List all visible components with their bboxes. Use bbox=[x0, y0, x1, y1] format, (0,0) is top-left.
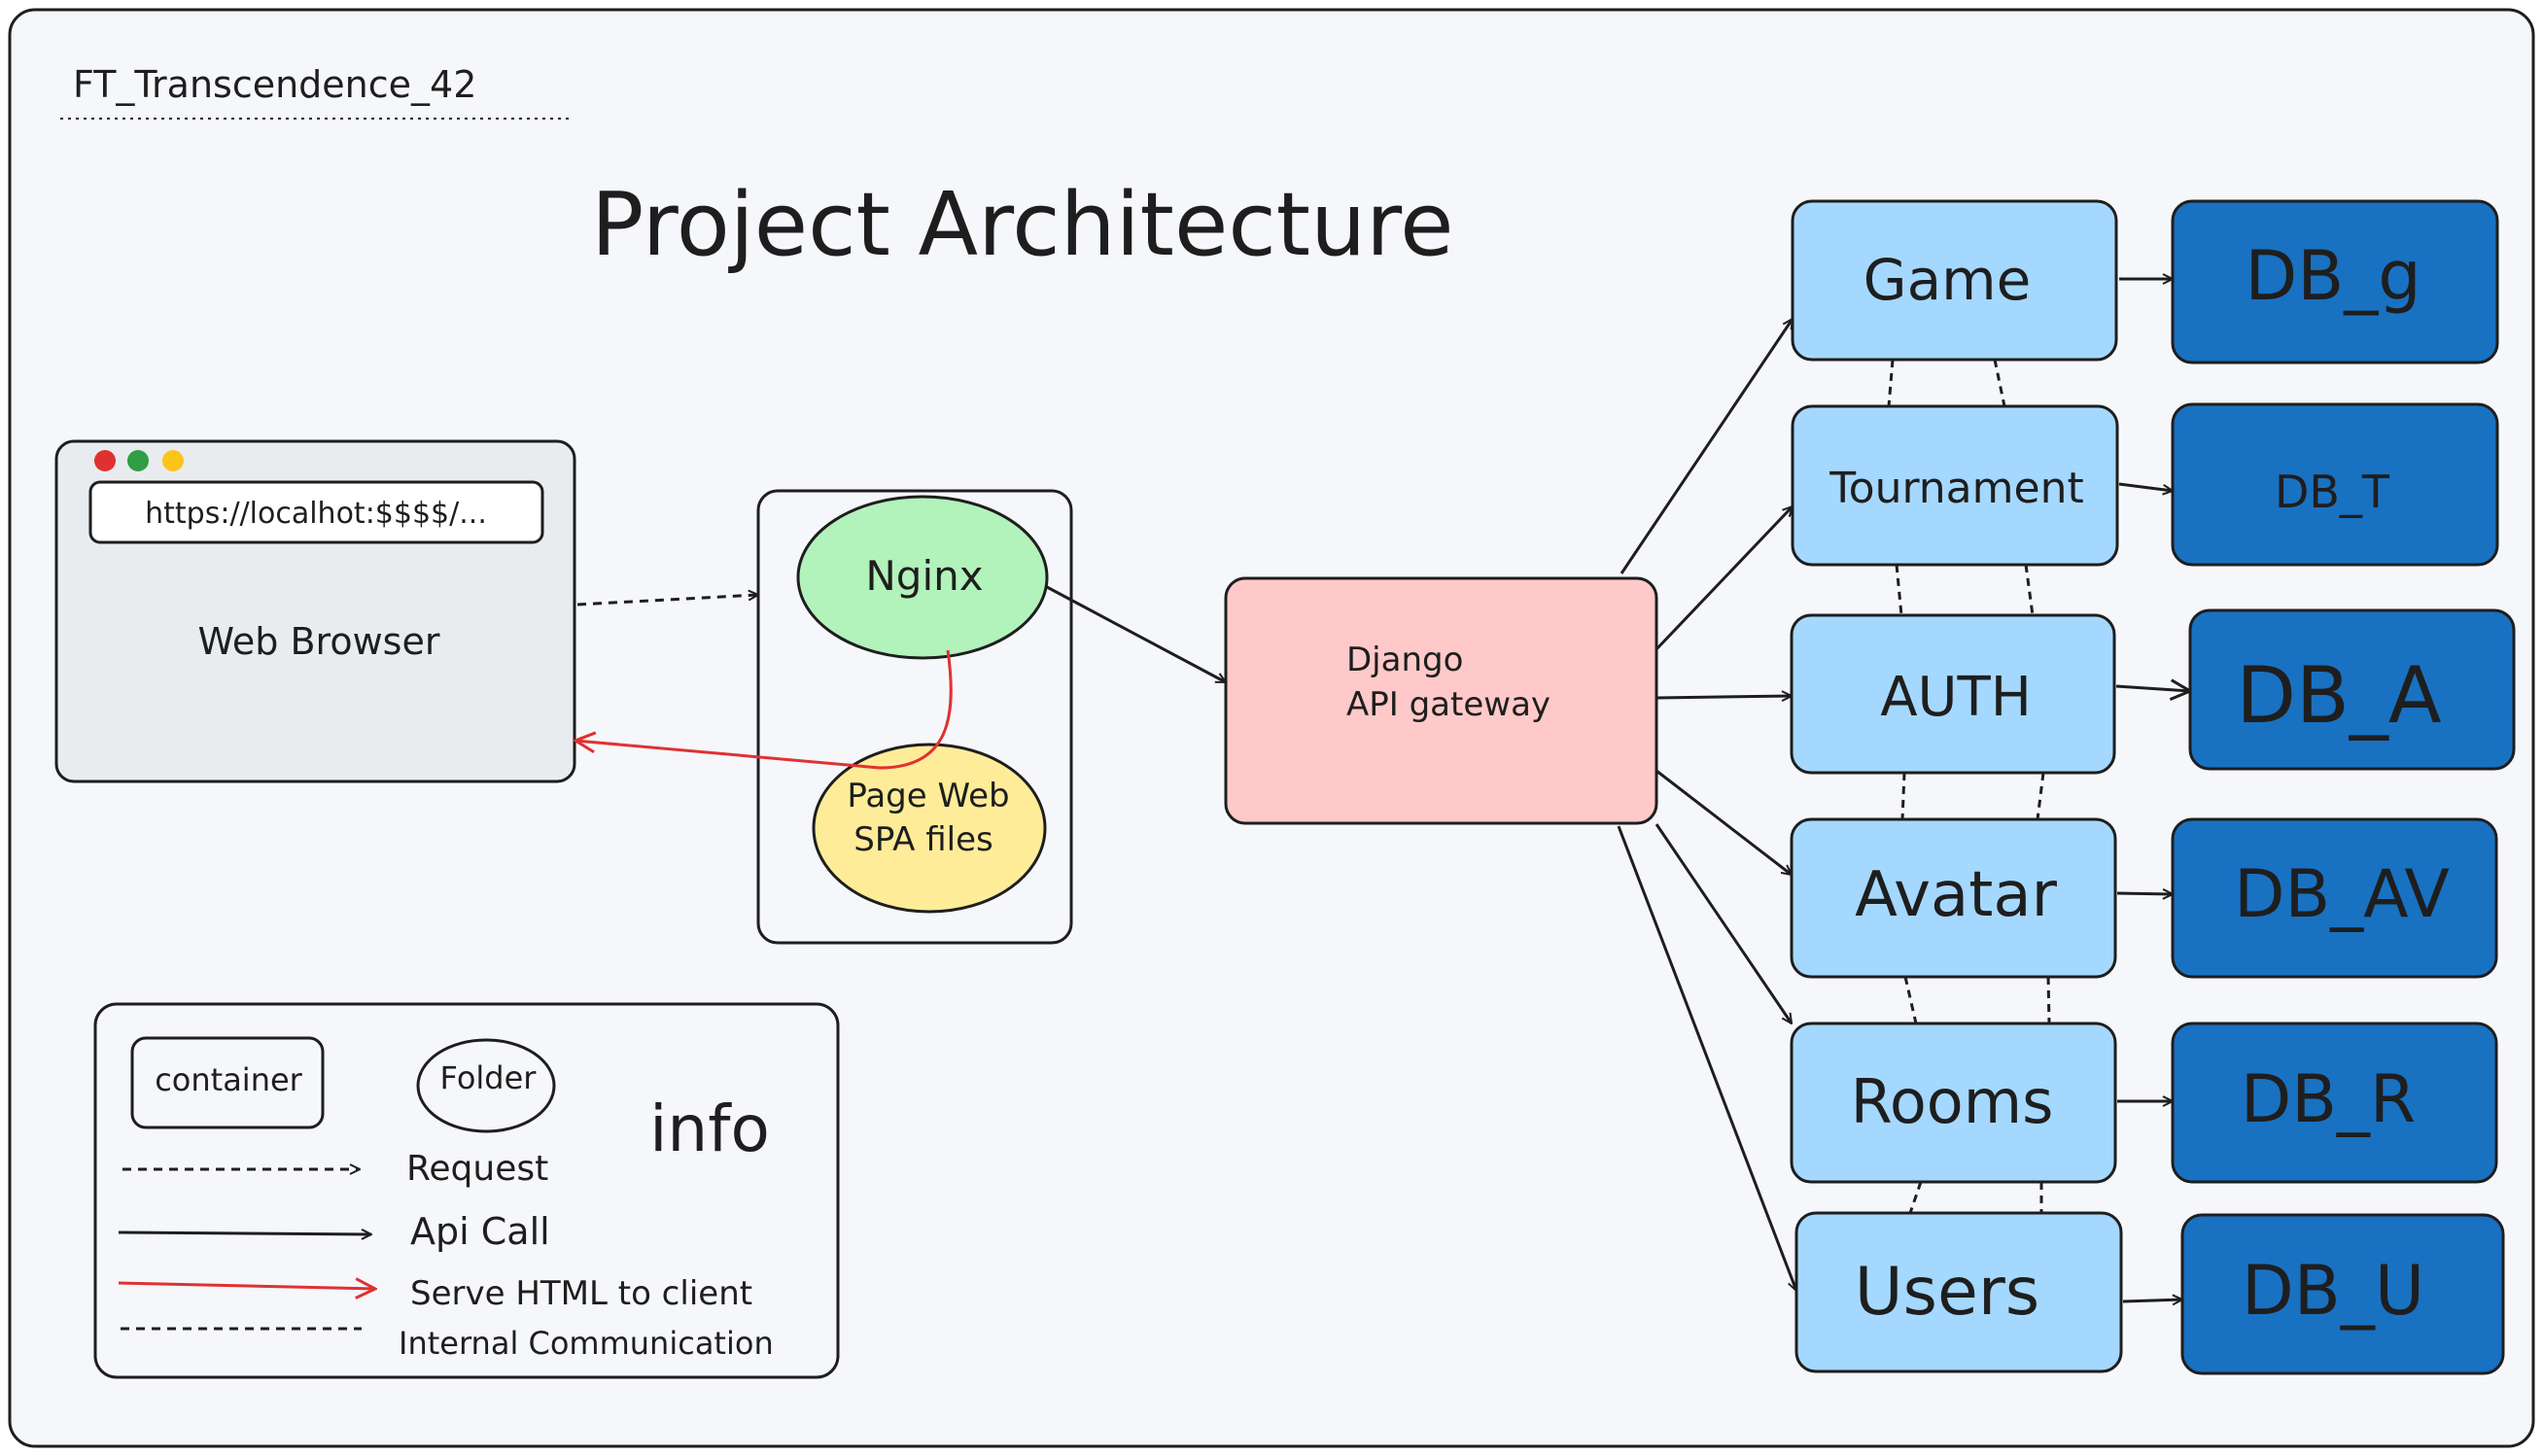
arrow-gateway-to-avatar bbox=[1655, 769, 1792, 875]
spa-folder bbox=[812, 743, 1047, 914]
internal-link bbox=[2024, 564, 2035, 616]
service-users: Users DB_U bbox=[1794, 1211, 2505, 1375]
spa-label-line1: Page Web bbox=[847, 777, 1009, 815]
db-box bbox=[2171, 817, 2498, 979]
gateway-label-line2: API gateway bbox=[1346, 685, 1550, 724]
service-label: Users bbox=[1855, 1254, 2039, 1331]
db-box bbox=[2188, 608, 2516, 771]
nginx-container: Nginx Page Web SPA files bbox=[756, 489, 1073, 945]
container-box bbox=[756, 489, 1073, 945]
db-label: DB_U bbox=[2242, 1251, 2424, 1331]
legend-folder-sample bbox=[416, 1038, 556, 1133]
service-auth: AUTH DB_A bbox=[1790, 608, 2516, 775]
service-label: Tournament bbox=[1829, 464, 2083, 513]
db-label: DB_AV bbox=[2234, 856, 2450, 933]
window-close-dot bbox=[94, 450, 116, 471]
db-box bbox=[2180, 1213, 2505, 1375]
db-box bbox=[2171, 199, 2499, 364]
service-to-db-arrow bbox=[2118, 482, 2173, 491]
service-label: AUTH bbox=[1880, 666, 2032, 729]
api-gateway: Django API gateway bbox=[1224, 576, 1658, 825]
service-rooms: Rooms DB_R bbox=[1790, 1022, 2498, 1184]
legend-container-label: container bbox=[155, 1061, 302, 1098]
gateway-to-services-arrows bbox=[1617, 319, 1796, 1291]
service-to-db-arrow bbox=[2122, 1300, 2182, 1301]
service-box bbox=[1791, 199, 2118, 362]
service-box bbox=[1790, 1022, 2117, 1184]
db-label: DB_T bbox=[2275, 466, 2390, 518]
arrow-gateway-to-game bbox=[1620, 319, 1793, 574]
web-browser: https://localhot:$$$$/... Web Browser bbox=[54, 439, 576, 783]
legend-serve-label: Serve HTML to client bbox=[410, 1274, 752, 1313]
service-label: Game bbox=[1864, 247, 2032, 313]
api-call-arrow-nginx-to-gateway bbox=[1046, 585, 1226, 684]
nginx-node bbox=[796, 495, 1049, 660]
serve-html-arrow bbox=[575, 649, 953, 770]
arrow-gateway-to-tournament bbox=[1655, 506, 1793, 651]
internal-link bbox=[1908, 1181, 1923, 1214]
window-minimize-dot bbox=[162, 450, 184, 471]
page-title: Project Architecture bbox=[591, 174, 1454, 276]
db-box bbox=[2171, 402, 2499, 567]
service-label: Avatar bbox=[1855, 859, 2057, 931]
internal-links bbox=[1887, 359, 2051, 1214]
gateway-box bbox=[1224, 576, 1658, 825]
service-to-db-arrow bbox=[2115, 686, 2190, 691]
internal-link bbox=[1895, 564, 1903, 616]
service-box bbox=[1790, 613, 2116, 775]
address-bar[interactable] bbox=[88, 480, 544, 544]
legend-api-call-label: Api Call bbox=[410, 1210, 550, 1253]
service-avatar: Avatar DB_AV bbox=[1790, 817, 2498, 979]
db-label: DB_R bbox=[2241, 1061, 2416, 1138]
legend-serve-line bbox=[118, 1283, 375, 1289]
legend-folder-label: Folder bbox=[440, 1059, 538, 1096]
service-box bbox=[1791, 404, 2119, 567]
db-label: DB_A bbox=[2236, 650, 2441, 741]
browser-label: Web Browser bbox=[198, 620, 440, 663]
window-maximize-dot bbox=[127, 450, 149, 471]
db-box bbox=[2171, 1022, 2498, 1184]
legend-request-label: Request bbox=[406, 1149, 548, 1189]
db-label: DB_g bbox=[2245, 236, 2421, 316]
arrow-gateway-to-rooms bbox=[1655, 823, 1792, 1023]
legend-api-call-line bbox=[118, 1232, 371, 1234]
project-tag: FT_Transcendence_42 bbox=[73, 63, 476, 106]
arrow-gateway-to-auth bbox=[1655, 696, 1792, 698]
legend-internal-label: Internal Communication bbox=[399, 1325, 774, 1362]
legend-box bbox=[93, 1002, 840, 1379]
legend-container-sample bbox=[130, 1036, 325, 1129]
service-tournament: Tournament DB_T bbox=[1791, 402, 2499, 567]
service-game: Game DB_g bbox=[1791, 199, 2499, 364]
service-label: Rooms bbox=[1851, 1066, 2054, 1137]
gateway-label-line1: Django bbox=[1346, 641, 1463, 679]
service-to-db-arrow bbox=[2116, 893, 2173, 894]
arrow-gateway-to-users bbox=[1617, 825, 1796, 1291]
legend: info container Folder Request Api Call S… bbox=[93, 1002, 840, 1379]
spa-label-line2: SPA files bbox=[853, 820, 993, 859]
service-box bbox=[1794, 1211, 2123, 1373]
address-bar-url: https://localhot:$$$$/... bbox=[145, 497, 487, 531]
legend-title: info bbox=[649, 1092, 770, 1166]
nginx-label: Nginx bbox=[865, 552, 983, 600]
service-box bbox=[1790, 817, 2117, 979]
